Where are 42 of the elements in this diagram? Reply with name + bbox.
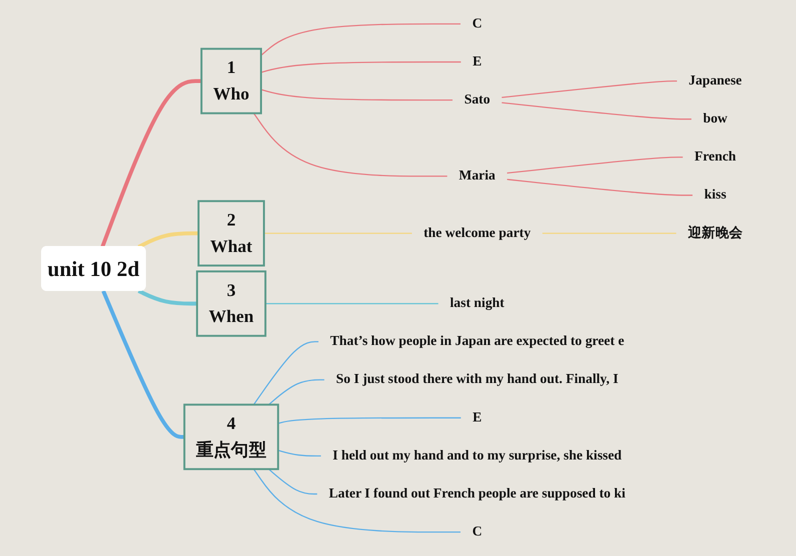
connector — [253, 468, 460, 533]
connector — [253, 112, 448, 177]
node-text: last night — [450, 296, 504, 311]
node-box: 1 Who — [200, 48, 262, 114]
node-text: Japanese — [688, 74, 742, 88]
connector — [502, 102, 692, 120]
node-text: bow — [703, 112, 728, 126]
connector — [278, 450, 321, 457]
node-text: the welcome party — [424, 226, 531, 241]
connector — [138, 231, 199, 249]
connector — [278, 417, 461, 424]
node-text: So I just stood there with my hand out. Finally, I — [336, 372, 618, 388]
connector — [542, 232, 676, 234]
connector — [100, 79, 202, 248]
connector — [138, 289, 198, 306]
node-text: I held out my hand and to my surprise, she kissed — [332, 448, 622, 464]
connector — [260, 61, 461, 74]
node-text: French — [694, 150, 736, 165]
node-box: 3 When — [196, 270, 266, 337]
node-text: C — [472, 524, 482, 540]
node-text: Later I found out French people are supposed to ki — [328, 486, 626, 502]
connector — [268, 379, 324, 406]
connector — [264, 232, 412, 234]
node-text: Maria — [458, 168, 496, 184]
connector — [265, 303, 438, 304]
connector — [253, 341, 318, 405]
connector — [260, 23, 460, 56]
node-text: C — [472, 16, 482, 32]
node-text: E — [472, 410, 482, 426]
node-text: 迎新晚会 — [688, 226, 743, 241]
node-text: kiss — [704, 188, 726, 203]
node-text: That’s how people in Japan are expected to greet e — [330, 334, 624, 350]
connector — [102, 290, 184, 439]
connector — [507, 156, 683, 174]
connector — [502, 80, 677, 98]
node-text: Sato — [464, 92, 490, 108]
node-box: 4 重点句型 — [183, 404, 280, 470]
connector — [260, 89, 453, 101]
node-text: E — [472, 54, 482, 70]
connector — [268, 468, 318, 495]
node-box: 2 What — [198, 200, 265, 267]
connector — [507, 178, 693, 196]
